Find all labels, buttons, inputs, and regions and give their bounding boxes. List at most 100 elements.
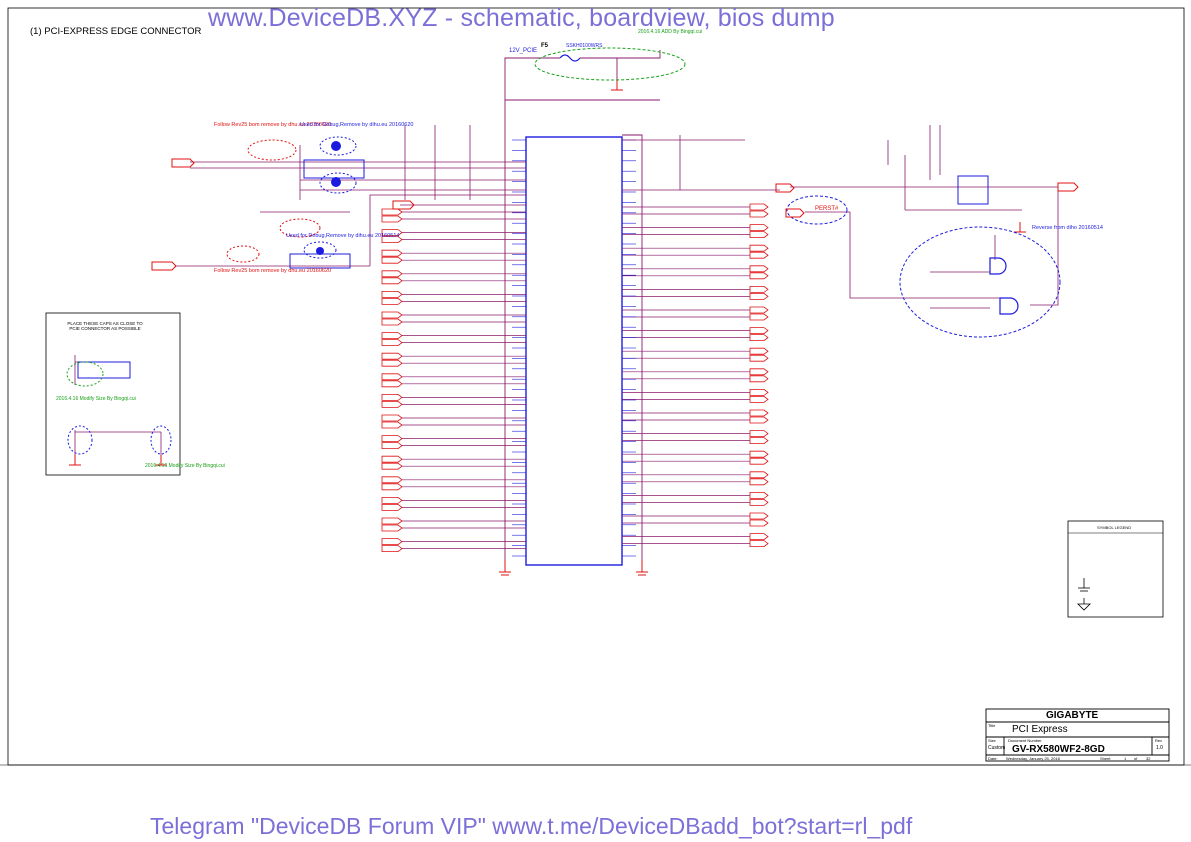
left-net-flag [381,297,403,305]
decoupling-caps-wires [74,355,162,455]
left-net-flag [381,359,403,367]
perst-highlight [786,195,848,225]
title-value: PCI Express [1012,724,1068,735]
size-value: Custom [988,745,1006,751]
debug-circle-3 [319,172,357,194]
right-circuit-wires [622,125,1059,309]
legend-title: SYMBOL LEGEND [1097,525,1132,530]
symbol-legend-box [1067,520,1164,618]
debug-block-1 [303,159,365,179]
right-net-flag [749,313,769,321]
right-net-flag [749,224,769,232]
right-net-flag [749,450,769,458]
right-net-flag [749,354,769,362]
power-rail-wires [504,50,661,560]
title-label: Title [988,723,996,728]
sheet-label: Sheet [1100,756,1111,761]
doc-number: GV-RX580WF2-8GD [1012,744,1105,755]
right-net-flag [749,265,769,273]
reverse-note: Reverse from diho 20160514 [1032,225,1103,231]
right-net-flag [749,203,769,211]
left-net-flag [381,496,403,504]
company-name: GIGABYTE [1046,710,1099,721]
sheet-number: 1 [1124,756,1127,761]
left-net-flag [381,249,403,257]
left-net-flag [381,538,403,545]
right-net-flag [749,285,769,293]
right-net-flag [749,471,769,479]
right-net-flag [749,533,769,540]
debug-circle-2 [319,136,357,156]
size-label: Size [988,738,996,743]
left-net-flag [381,400,403,408]
left-net-flag [381,215,403,223]
rev-label: Rev [1155,738,1163,743]
right-net-flag [749,327,769,335]
right-net-flag [749,272,769,280]
right-net-flag [749,512,769,520]
sheet-heading: (1) PCI-EXPRESS EDGE CONNECTOR [30,26,202,37]
debug-circle-1 [247,139,297,161]
and-gate-2 [999,297,1019,315]
right-net-flag [749,231,769,239]
transistor-3 [316,247,324,255]
left-net-flag [381,462,403,470]
netlabel-perst [785,208,805,218]
right-net-flag [749,395,769,403]
left-net-flag [381,380,403,388]
modify-note-2: 2016.4.16 Modify Size By Bingqi.cui [145,463,225,469]
watermark-bottom: Telegram "DeviceDB Forum VIP" www.t.me/D… [150,813,913,839]
right-net-flag [749,334,769,342]
right-net-flag [749,306,769,314]
left-net-flag [381,290,403,298]
left-net-flag [381,483,403,491]
sheet-border [7,7,1185,766]
debug-block-2 [289,253,351,269]
pcie-connector-symbol [525,136,623,566]
fuse-part: SSKH0100WRS [566,43,603,49]
netlabel-left-2 [151,261,177,271]
right-net-flag [749,251,769,259]
decoupling-caps-box [45,312,181,476]
date-value: Wednesday, January 25, 2018 [1006,756,1060,761]
legend-ground-icons [1077,578,1091,611]
add-note: 2016.4.16 ADD By Bingqi.cui [638,29,703,35]
left-net-flag [381,236,403,244]
left-net-flag [381,311,403,319]
left-net-flag [381,503,403,511]
fuse-ref: F5 [541,43,549,49]
left-net-labels [381,208,526,552]
watermark-top: www.DeviceDB.XYZ - schematic, boardview,… [208,4,835,32]
debug-note-1: Used for Debug,Remove by dihu.eu 2016062… [300,122,414,128]
right-net-flag [749,347,769,355]
right-net-flag [749,457,769,465]
date-label: Date: [988,756,998,761]
netlabel-left-3 [392,200,415,210]
ground-symbols [69,80,1026,576]
right-net-flag [749,368,769,376]
left-net-flag [381,229,403,237]
netlabel-right-out [1057,182,1079,192]
place-caps-note: PLACE THESE CAPS AS CLOSE TO PCIE CONNEC… [67,321,143,331]
right-ic-block [957,175,989,205]
transistor-2 [331,177,341,187]
cap-highlight-1 [66,361,104,387]
left-net-flag [381,435,403,443]
left-net-flag [381,421,403,429]
right-net-flag [749,292,769,300]
right-net-flag [749,375,769,383]
debug-circle-5 [226,245,260,263]
right-net-flag [749,244,769,252]
doc-number-label: Document Number [1008,738,1042,743]
fuse-symbol [559,54,581,62]
left-net-flag [381,339,403,347]
right-net-flag [749,430,769,438]
right-net-flag [749,388,769,396]
right-net-flag [749,409,769,417]
perst-label: PERST# [815,206,839,212]
transistor-1 [331,141,341,151]
left-net-flag [381,455,403,463]
debug-circle-6 [303,241,337,259]
left-net-flag [381,318,403,326]
left-net-flag [381,476,403,484]
